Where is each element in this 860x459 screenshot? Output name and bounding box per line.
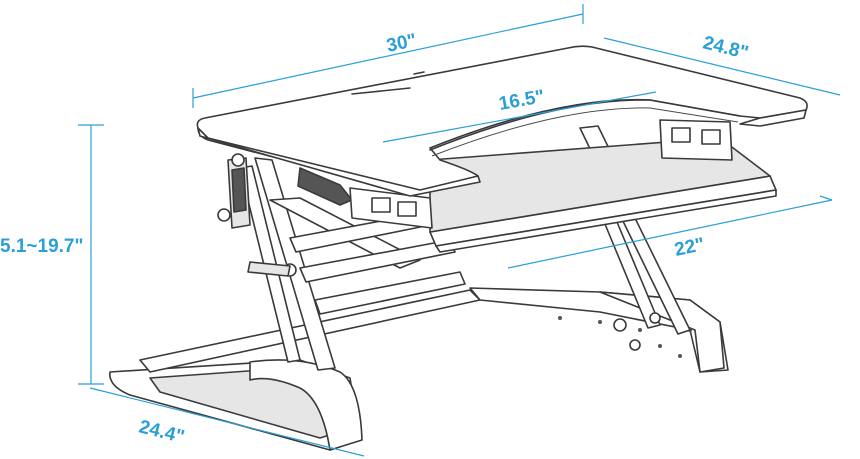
tray-width-label: 22"	[673, 234, 707, 261]
height-range-label: 5.1~19.7"	[0, 236, 84, 257]
top-width-label: 30"	[385, 30, 419, 57]
top-depth-label: 24.8"	[701, 32, 751, 64]
scissor-lift-arms	[217, 125, 691, 371]
dimension-lines	[78, 4, 841, 457]
base-depth-label: 24.4"	[137, 416, 187, 448]
keyboard-tray	[349, 119, 777, 253]
base-frame	[109, 287, 729, 451]
